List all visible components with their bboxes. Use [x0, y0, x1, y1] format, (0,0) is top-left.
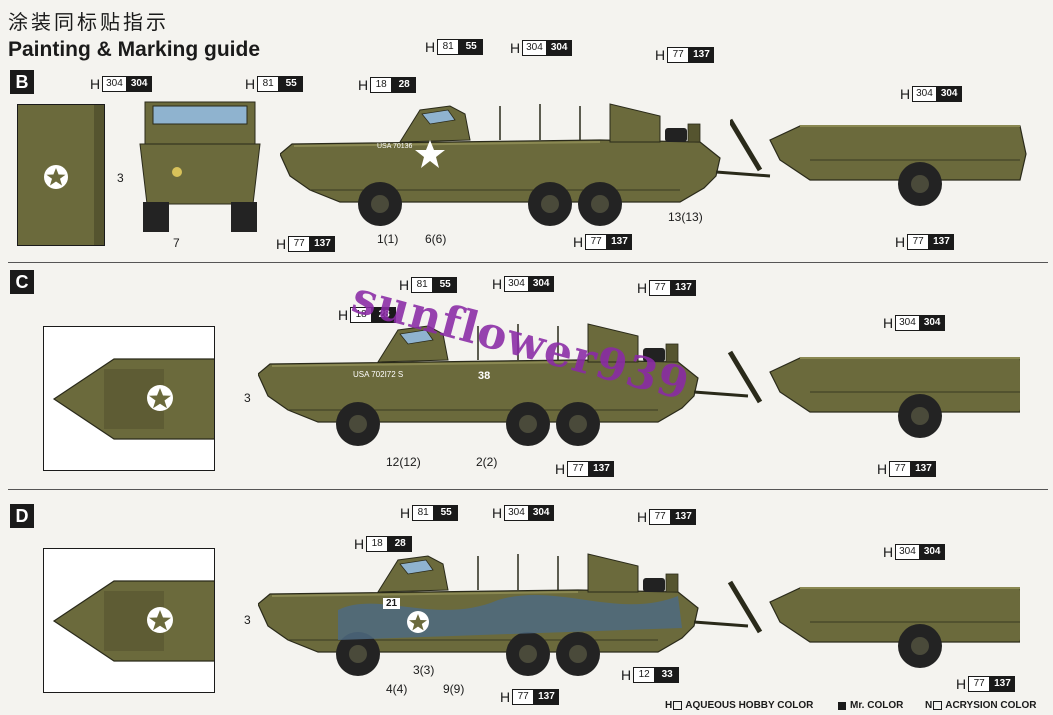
side-view-trailer-b	[730, 86, 1030, 226]
top-illustration-d	[53, 580, 214, 662]
top-illustration-c	[53, 358, 214, 440]
side-view-dukw-d	[258, 552, 750, 678]
filled-box-icon	[838, 701, 846, 710]
side-view-trailer-c	[720, 318, 1020, 458]
side-view-dukw-b	[280, 102, 772, 228]
decal-b-front: 7	[173, 236, 180, 250]
side-view-trailer-d	[720, 548, 1020, 688]
section-divider	[8, 489, 1048, 490]
detail-view-b	[17, 104, 105, 246]
decal-d-9: 9(9)	[443, 682, 465, 696]
decal-d-4: 4(4)	[386, 682, 408, 696]
decal-d-3: 3(3)	[413, 663, 435, 677]
hull-serial-c: USA 702I72 S	[353, 370, 404, 379]
decal-c-2: 2(2)	[476, 455, 498, 469]
decal-c-12: 12(12)	[386, 455, 421, 469]
section-divider	[8, 262, 1048, 263]
outline-box-icon	[673, 701, 683, 710]
top-view-d	[43, 548, 215, 693]
decal-b-13: 13(13)	[668, 210, 703, 224]
hull-number-d: 21	[383, 598, 401, 609]
detail-illustration-b	[18, 105, 104, 245]
top-view-c	[43, 326, 215, 471]
front-view-b	[139, 101, 261, 232]
decal-b-6: 6(6)	[425, 232, 447, 246]
decal-c-side: 3	[244, 391, 251, 405]
decal-b-1: 1(1)	[377, 232, 399, 246]
decal-d-side: 3	[244, 613, 251, 627]
section-label-c: C	[10, 270, 34, 294]
page-title-chinese: 涂装同标贴指示	[8, 10, 169, 34]
legend-mr-color: Mr. COLOR	[838, 700, 903, 711]
outline-box-icon	[933, 701, 943, 710]
hull-serial-b: USA 70136	[377, 143, 413, 150]
hull-number-c: 38	[478, 370, 491, 382]
section-label-d: D	[10, 504, 34, 528]
decal-b-side: 3	[117, 171, 124, 185]
section-label-b: B	[10, 70, 34, 94]
page-title: Painting & Marking guide	[8, 38, 261, 61]
